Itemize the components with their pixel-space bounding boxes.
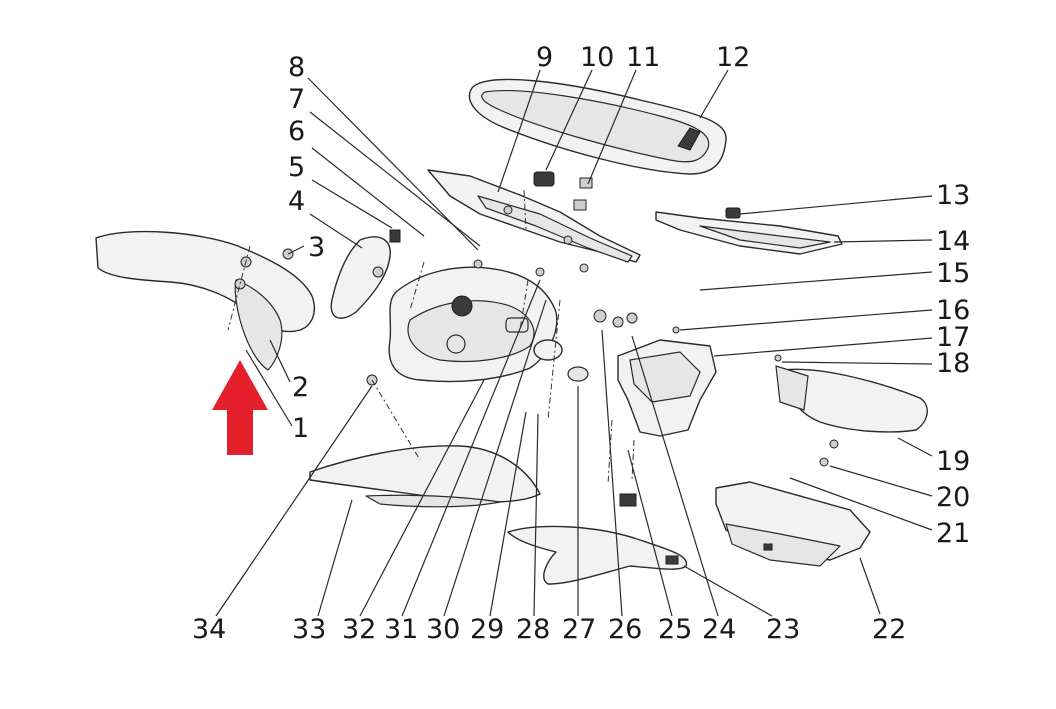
callout-18: 18 [936,348,970,379]
callout-22: 22 [872,614,906,645]
red-arrow-icon [212,360,268,455]
callout-26: 26 [608,614,642,645]
callout-24: 24 [702,614,736,645]
rear-bracket-part [593,309,717,507]
leader-lines [215,69,933,617]
callout-2: 2 [292,372,309,403]
callout-23: 23 [766,614,800,645]
callout-19: 19 [936,446,970,477]
callout-20: 20 [936,482,970,513]
callout-4: 4 [288,186,305,217]
rear-fender-part [775,365,928,433]
callout-29: 29 [470,614,504,645]
lower-side-panel-part [309,445,541,508]
callout-34: 34 [192,614,226,645]
callout-31: 31 [384,614,418,645]
callout-21: 21 [936,518,970,549]
belly-pan-part [507,525,688,585]
callout-27: 27 [562,614,596,645]
front-fender-part [95,230,316,371]
callout-25: 25 [658,614,692,645]
callout-28: 28 [516,614,550,645]
callout-7: 7 [288,84,305,115]
small-hardware-parts [366,259,839,485]
seat-part [468,78,727,175]
callout-33: 33 [292,614,326,645]
callout-labels: 1 2 3 4 5 6 7 8 9 10 11 12 13 14 15 16 1… [192,42,970,645]
callout-10: 10 [580,42,614,73]
callout-6: 6 [288,116,305,147]
side-rail-part [655,207,843,255]
left-side-cover-part [330,229,401,319]
clip-parts [523,171,593,231]
rear-tray-part [715,481,871,567]
tail-frame-part [427,169,641,263]
callout-32: 32 [342,614,376,645]
callout-3: 3 [308,232,325,263]
callout-17: 17 [936,322,970,353]
callout-30: 30 [426,614,460,645]
callout-16: 16 [936,295,970,326]
callout-15: 15 [936,258,970,289]
callout-13: 13 [936,180,970,211]
callout-14: 14 [936,226,970,257]
callout-12: 12 [716,42,750,73]
callout-8: 8 [288,52,305,83]
airbox-part [388,266,563,383]
callout-11: 11 [626,42,660,73]
callout-5: 5 [288,152,305,183]
callout-1: 1 [292,413,309,444]
callout-9: 9 [536,42,553,73]
